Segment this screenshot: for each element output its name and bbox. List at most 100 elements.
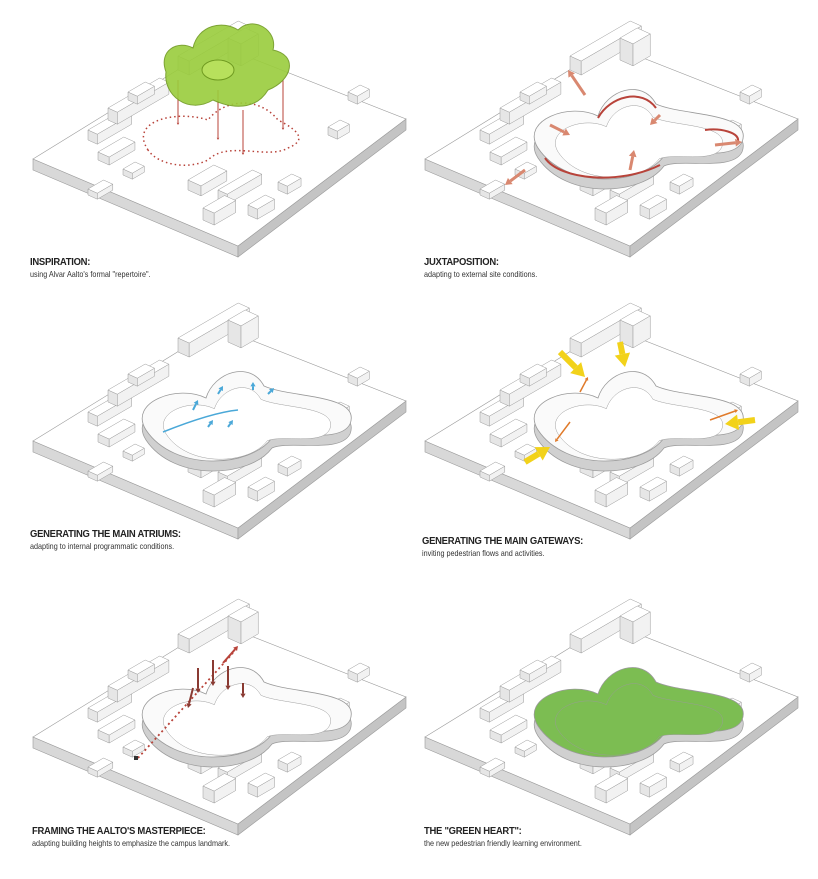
site-arrow-head [650,117,658,125]
building-roof [177,598,250,640]
gateway-arrow-head [570,362,585,377]
atrium-arrow-head [250,382,256,387]
building-roof [739,84,762,97]
building-roof [97,136,136,158]
axonometric-drawing [32,302,407,540]
edge-line [704,128,740,143]
view-axis [137,652,234,759]
building-roof [97,714,136,736]
atrium-arrow-head [193,400,199,406]
building-roof [327,119,350,132]
building-roof [639,772,668,788]
building-roof [122,443,145,456]
flow-arrow-shaft [709,410,736,421]
gateway-arrow-shaft [523,451,541,465]
building-roof [202,773,237,792]
atrium-arrow-head [208,420,213,426]
axonometric-drawing [32,20,407,258]
caption-title: THE "GREEN HEART": [424,825,522,837]
caption-subtitle: inviting pedestrian flows and activities… [422,548,545,558]
atrium-arrow-shaft [267,390,272,395]
projection-arrow-head [216,137,220,140]
viewpoint-marker [134,756,138,760]
building-roof [87,757,114,772]
site-arrow-head [628,150,637,158]
edge-line [544,157,661,179]
projection-arrow-head [176,122,180,125]
height-arrow-head [240,693,246,698]
site-arrow-head [735,138,742,147]
building-roof [569,598,642,640]
building-roof [639,194,668,210]
flow-arrow-head [734,409,738,413]
building-roof [669,173,694,187]
flow-arrow-shaft [579,379,588,393]
gateway-arrow-head [725,414,740,430]
building-roof [489,418,528,440]
building-roof [122,739,145,752]
inner-courtyard [555,683,723,756]
caption-subtitle: using Alvar Aalto's formal "repertoire". [30,269,151,279]
site-arrow-shaft [570,74,587,96]
building-roof [619,605,651,623]
height-arrow-head [186,703,192,708]
building-roof [347,366,370,379]
dotted-footprint [142,102,300,166]
atrium-line [162,409,239,433]
site-arrow-shaft [509,168,526,183]
building-roof [247,194,276,210]
panel-juxtaposition: JUXTAPOSITION: adapting to external site… [420,20,810,300]
building-roof [514,739,537,752]
panel-green-heart: THE "GREEN HEART": the new pedestrian fr… [420,598,810,878]
caption-subtitle: adapting to external site conditions. [424,269,538,279]
building-roof [639,476,668,492]
flow-arrow-head [584,377,589,381]
building-roof [594,477,629,496]
building-roof [277,173,302,187]
caption-subtitle: adapting to internal programmatic condit… [30,541,175,551]
building-roof [97,418,136,440]
panel-atriums: GENERATING THE MAIN ATRIUMS: adapting to… [28,302,418,582]
height-arrow-head [195,688,201,693]
atrium-arrow-head [218,386,223,392]
axonometric-drawing [424,302,799,540]
building-roof [202,195,237,214]
caption-title: FRAMING THE AALTO'S MASTERPIECE: [32,825,206,837]
inner-courtyard [555,387,723,460]
height-arrow-head [225,685,231,690]
building-roof [519,659,548,675]
building-roof [122,161,145,174]
building-roof [479,179,506,194]
building-roof [739,366,762,379]
gateway-arrow-head [614,352,631,367]
building-roof [227,605,259,623]
atrium-arrow-shaft [192,403,197,411]
building-roof [489,714,528,736]
building-roof [619,27,651,45]
caption-title: INSPIRATION: [30,256,91,268]
gateway-arrow-shaft [617,341,626,355]
view-arrow-head [233,646,238,652]
building-roof [227,309,259,327]
building-roof [594,195,629,214]
caption-subtitle: adapting building heights to emphasize t… [32,838,231,848]
flow-arrow-head [555,438,559,442]
atrium-arrow-head [269,388,274,393]
vase-opening [201,59,235,81]
building-roof [217,169,263,195]
building-roof [569,302,642,344]
gateway-arrow-shaft [557,349,578,370]
building-roof [594,773,629,792]
building-roof [277,455,302,469]
building-roof [569,20,642,62]
caption-title: JUXTAPOSITION: [424,256,499,268]
building-roof [479,757,506,772]
site-arrow-head [568,70,575,78]
atrium-arrow-head [228,420,233,426]
caption-subtitle: the new pedestrian friendly learning env… [424,838,582,848]
axonometric-drawing [424,20,799,258]
building-roof [127,81,156,97]
site-arrow-head [505,177,513,185]
building-roof [187,164,228,187]
